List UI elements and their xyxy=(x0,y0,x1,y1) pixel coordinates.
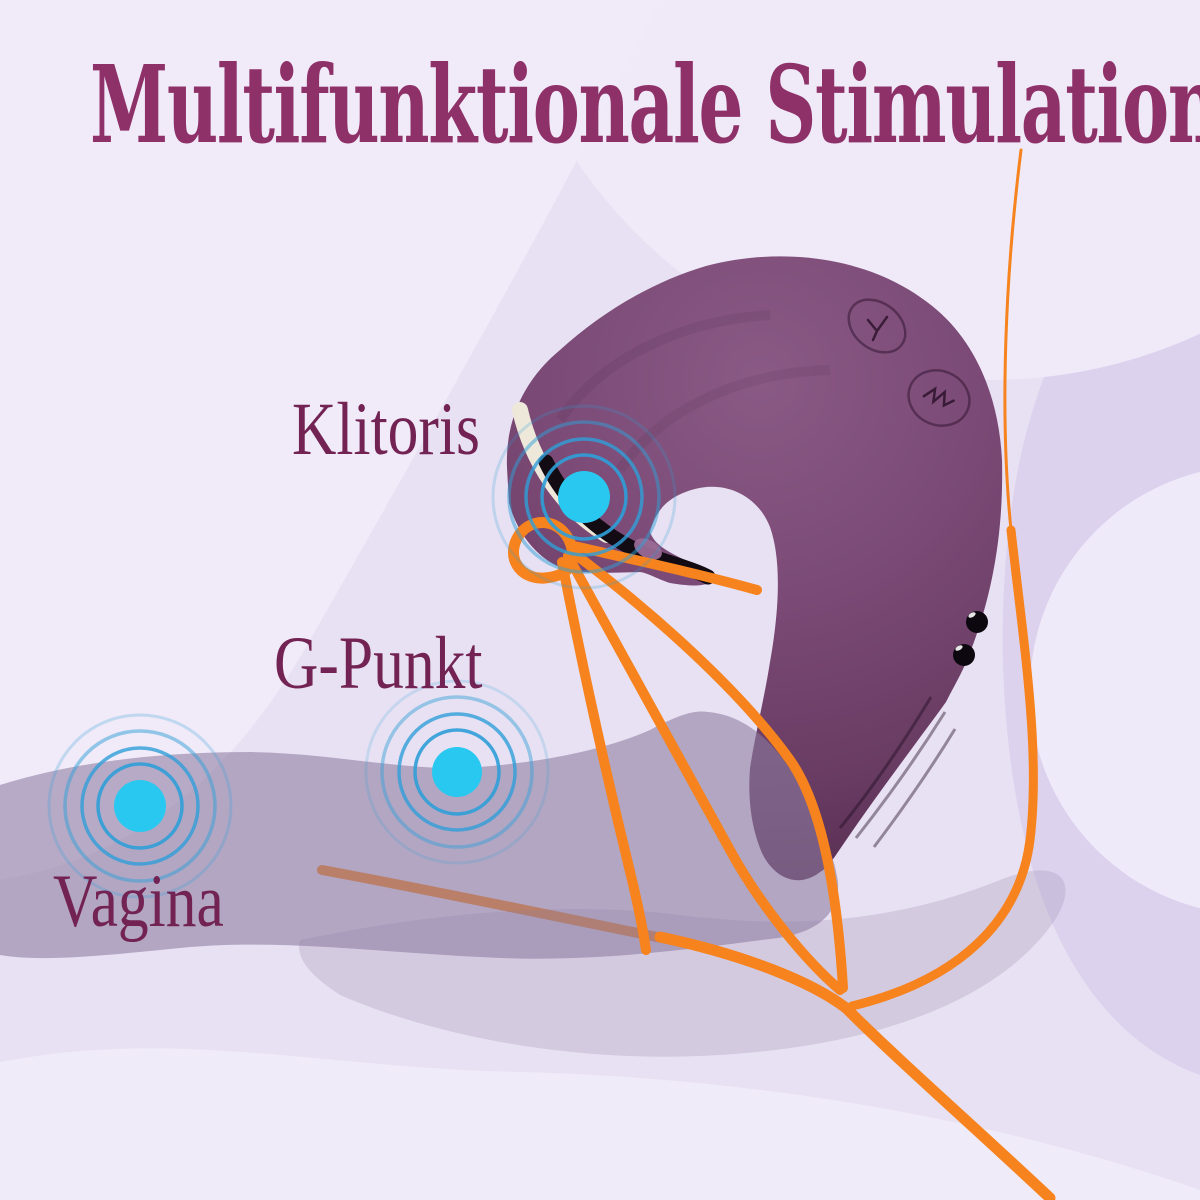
ripple-dot xyxy=(114,780,166,832)
g-punkt-ripple-marker xyxy=(364,679,550,865)
anatomy-fan-line-2 xyxy=(567,547,848,993)
vibration-wave-button-icon xyxy=(922,386,955,408)
klitoris-ripple-marker xyxy=(491,404,677,590)
ripple-ring xyxy=(96,762,184,850)
ripple-ring xyxy=(63,729,217,883)
ripple-ring xyxy=(364,679,550,865)
anatomy-fan-line-3 xyxy=(563,551,845,995)
contact-highlight xyxy=(955,645,963,651)
ripple-ring xyxy=(413,728,501,816)
body-silhouette-wing xyxy=(0,711,1066,1057)
vagina-ripple-marker xyxy=(47,713,233,899)
bg-circle-top-right xyxy=(504,0,1200,380)
anatomy-fan-line-4 xyxy=(557,557,651,955)
page-title: Multifunktionale Stimulation xyxy=(90,43,1200,168)
tail-end-cap-grooves xyxy=(838,696,957,848)
anatomy-outline-right-curve xyxy=(847,525,1038,1011)
bg-blob-top-left xyxy=(0,0,660,880)
vibration-button xyxy=(907,369,971,427)
label-g-punkt: G-Punkt xyxy=(274,622,483,705)
label-vagina: Vagina xyxy=(53,860,224,943)
power-button xyxy=(847,298,907,354)
charging-contact-dot xyxy=(953,644,975,666)
anatomy-outline-thin-top xyxy=(1003,148,1023,532)
ripple-ring xyxy=(540,453,628,541)
wing-secondary-lobe xyxy=(299,870,1066,1057)
device-surface-ridge xyxy=(615,365,831,473)
wing-main-lobe xyxy=(0,711,839,959)
device-surface-ridge xyxy=(555,310,771,423)
ripple-ring xyxy=(380,695,534,849)
ripple-ring xyxy=(491,404,677,590)
power-button-outline xyxy=(847,298,907,354)
label-klitoris: Klitoris xyxy=(292,388,480,471)
device-body xyxy=(506,256,1003,881)
contact-highlight xyxy=(968,612,976,618)
ripple-ring xyxy=(507,420,661,574)
anatomy-perineum-line xyxy=(654,931,1056,1200)
vibration-button-outline xyxy=(907,369,971,427)
power-button-icon xyxy=(866,315,889,342)
bg-circle-right-mid xyxy=(1030,471,1200,909)
ripple-ring xyxy=(524,437,644,557)
ripple-dot xyxy=(558,471,610,523)
charging-contacts xyxy=(953,611,988,666)
ripple-ring xyxy=(397,712,517,832)
device-illustration xyxy=(506,256,1003,881)
anatomy-fan-line-1 xyxy=(569,541,762,595)
charging-contact-dot xyxy=(966,611,988,633)
ripple-ring xyxy=(47,713,233,899)
ripple-ring xyxy=(80,746,200,866)
ripple-dot xyxy=(432,747,482,797)
bg-wave-bottom xyxy=(0,1048,1200,1200)
